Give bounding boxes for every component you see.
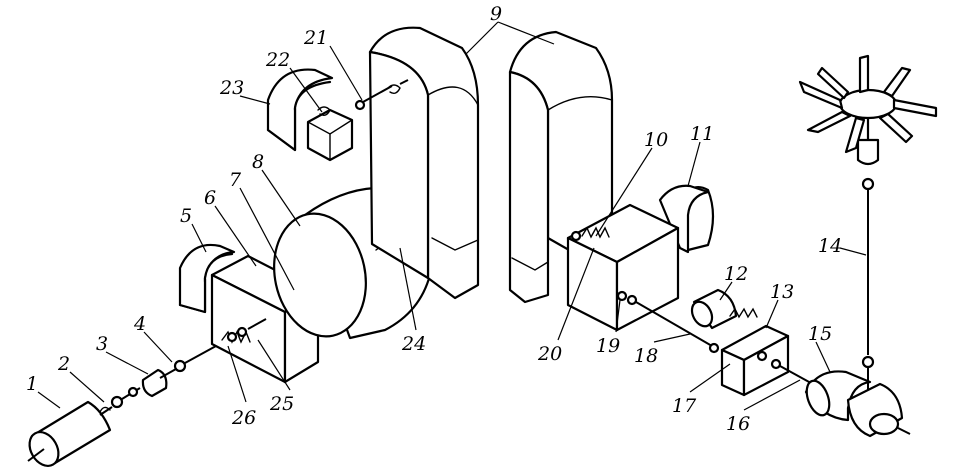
block-13 [720, 324, 821, 397]
label-3: 3 [96, 333, 108, 355]
label-12: 12 [724, 263, 748, 285]
motor-15 [804, 370, 911, 438]
column-9-right [508, 30, 614, 304]
column-9-left [368, 26, 480, 300]
label-1: 1 [26, 373, 38, 395]
label-17: 17 [672, 395, 697, 417]
label-7: 7 [229, 169, 242, 191]
label-23: 23 [219, 77, 244, 99]
label-5: 5 [180, 205, 192, 227]
fan-impeller [798, 54, 938, 166]
label-2: 2 [57, 353, 70, 375]
bearing-23 [266, 68, 334, 152]
leader-lines [37, 21, 867, 411]
gearbox-10 [566, 203, 680, 332]
shaft-4 [173, 345, 217, 373]
label-26: 26 [231, 407, 256, 429]
bearing-5 [178, 243, 236, 314]
label-9: 9 [490, 3, 502, 25]
motor-12 [690, 288, 758, 330]
label-15: 15 [808, 323, 832, 345]
brake-3 [141, 368, 177, 398]
label-25: 25 [269, 393, 294, 415]
shaft-14 [861, 177, 875, 392]
shaft-18 [635, 301, 720, 354]
label-22: 22 [265, 49, 290, 71]
motor-1 [27, 400, 113, 467]
label-24: 24 [401, 333, 426, 355]
part-labels: 1 2 3 4 5 6 7 8 9 10 11 12 13 14 15 16 1… [26, 3, 842, 435]
label-14: 14 [818, 235, 842, 257]
label-18: 18 [634, 345, 658, 367]
bearing-11 [658, 184, 715, 254]
label-8: 8 [252, 151, 264, 173]
coupling-2 [99, 386, 141, 413]
label-16: 16 [726, 413, 750, 435]
label-6: 6 [204, 187, 216, 209]
label-13: 13 [770, 281, 794, 303]
label-20: 20 [537, 343, 562, 365]
label-21: 21 [303, 27, 328, 49]
label-11: 11 [690, 123, 714, 145]
label-19: 19 [596, 335, 620, 357]
label-4: 4 [133, 313, 146, 335]
coupling-22 [306, 79, 409, 162]
label-10: 10 [644, 129, 668, 151]
